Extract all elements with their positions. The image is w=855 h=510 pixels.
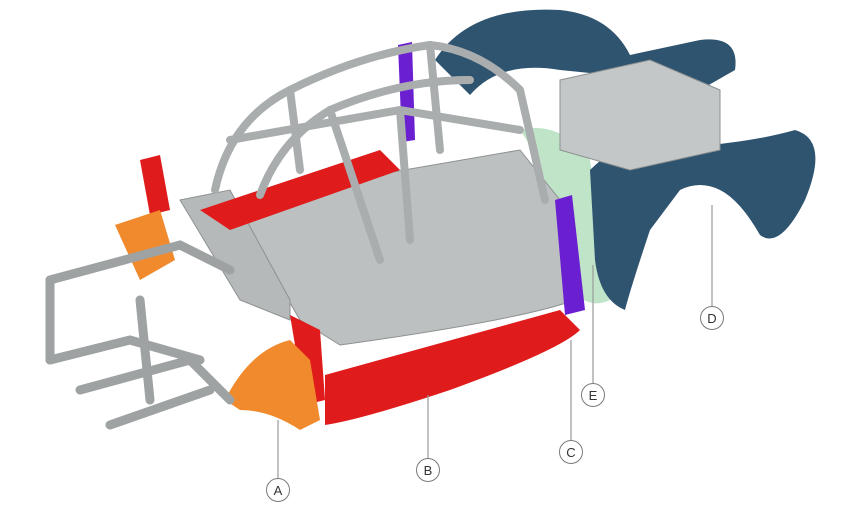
callout-label: A [273,482,283,498]
front-side-panel [179,189,291,321]
callout-a: A [266,478,290,502]
red-front-piece [140,155,170,215]
callout-d: D [700,306,724,330]
roll-cage [211,40,549,264]
purple-post-c [555,195,585,315]
orange-upper [115,210,175,280]
rear-frame-box [559,59,721,171]
front-wheelarch-orange [225,340,320,430]
callout-label: C [566,444,576,460]
rear-fender-right [590,130,816,310]
callout-b: B [416,458,440,482]
callout-label: B [423,462,433,478]
callout-c: C [559,440,583,464]
callout-label: D [707,310,717,326]
callout-e: E [581,383,605,407]
callout-label: E [588,387,598,403]
leader-lines [277,205,713,478]
front-subframe [45,240,235,430]
side-sill-red [325,310,580,425]
